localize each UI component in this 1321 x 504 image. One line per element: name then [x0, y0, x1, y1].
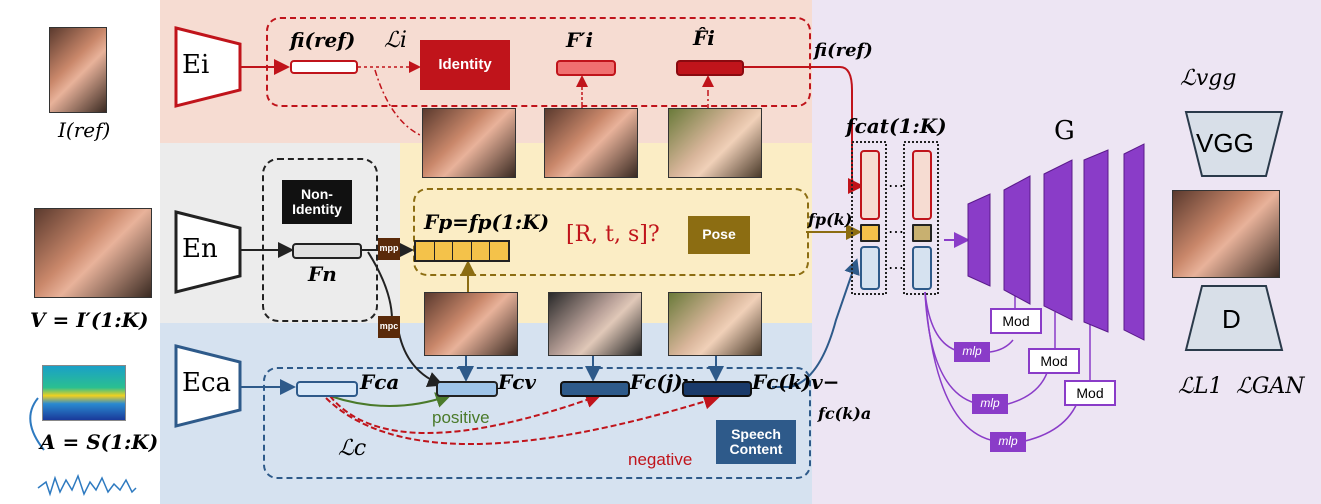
identity-loss-label: ℒi	[384, 28, 407, 53]
reference-image	[49, 27, 107, 113]
pose-cell	[434, 242, 454, 260]
audio-label: A = S(1:K)	[40, 430, 159, 454]
vgg-loss-label: ℒvgg	[1180, 66, 1237, 91]
nonidentity-feature-bar	[292, 243, 362, 259]
identity-frames-1	[422, 108, 516, 178]
positive-label: positive	[432, 408, 490, 427]
f-hat-label: F̂i	[693, 26, 715, 50]
pose-cell	[416, 242, 435, 260]
speech-content-tag: Speech Content	[716, 420, 796, 464]
speech-frames-2	[548, 292, 642, 356]
speech-neg-k-label: Fc(k)v−	[752, 370, 840, 394]
speech-visual-feature-label: Fcv	[498, 370, 536, 394]
f-prime-bar	[556, 60, 616, 76]
ellipsis-top: ⋯	[888, 176, 904, 195]
pose-question: [R, t, s]?	[566, 222, 660, 247]
encoder-speech-label: Eca	[182, 368, 232, 398]
speech-branch-box	[263, 367, 811, 479]
speech-frames-1	[424, 292, 518, 356]
identity-feature-label: fi(ref)	[290, 28, 356, 52]
f-hat-bar	[676, 60, 744, 76]
pose-cell	[471, 242, 491, 260]
ellipsis-mid: ⋯	[888, 222, 904, 241]
speech-loss-label: ℒc	[338, 436, 367, 461]
concat-identity-k	[912, 150, 932, 220]
speech-neg-j-bar	[560, 381, 630, 397]
f-prime-label: F′i	[566, 28, 594, 52]
identity-frames-2	[544, 108, 638, 178]
mlp-tag-1: mlp	[954, 342, 990, 362]
gan-loss-label: ℒGAN	[1236, 374, 1305, 399]
pose-cell	[490, 242, 508, 260]
mod-box-3: Mod	[1064, 380, 1116, 406]
speech-visual-feature-bar	[436, 381, 498, 397]
mp-content-tag: mpc	[378, 316, 400, 338]
ellipsis-bottom: ⋯	[888, 258, 904, 277]
discriminator-label: D	[1222, 304, 1241, 334]
identity-frames-3	[668, 108, 762, 178]
pose-output-label: fp(k)	[808, 210, 853, 229]
video-label: V = I′(1:K)	[30, 308, 149, 332]
nonidentity-box	[262, 158, 378, 322]
concat-pose-1	[860, 224, 880, 242]
nonidentity-tag: Non-Identity	[282, 180, 352, 224]
speech-frames-3	[668, 292, 762, 356]
generator-label: G	[1054, 116, 1075, 146]
mlp-tag-3: mlp	[990, 432, 1026, 452]
concat-identity-1	[860, 150, 880, 220]
mlp-tag-2: mlp	[972, 394, 1008, 414]
generated-output-frames	[1172, 190, 1280, 278]
pose-tag: Pose	[688, 216, 750, 254]
identity-tag: Identity	[420, 40, 510, 90]
concat-speech-1	[860, 246, 880, 290]
encoder-identity-label: Ei	[182, 50, 210, 80]
pose-feature-cells	[414, 240, 510, 262]
identity-feature-bar	[290, 60, 358, 74]
identity-branch-box	[266, 17, 811, 107]
concat-label: fcat(1:K)	[846, 114, 947, 138]
speech-audio-feature-bar	[296, 381, 358, 397]
speech-neg-k-bar	[682, 381, 752, 397]
pose-cell	[453, 242, 472, 260]
ref-label: I(ref)	[58, 118, 111, 142]
negative-label: negative	[628, 450, 693, 469]
l1-loss-label: ℒL1	[1178, 374, 1223, 399]
spectrogram-frames	[42, 365, 126, 421]
speech-audio-feature-label: Fca	[360, 370, 400, 394]
speech-output-label: fc(k)a	[818, 404, 872, 423]
concat-speech-k	[912, 246, 932, 290]
driving-video-frames	[34, 208, 152, 298]
pose-feature-label: Fp=fp(1:K)	[424, 210, 550, 234]
mod-box-2: Mod	[1028, 348, 1080, 374]
vgg-label: VGG	[1196, 128, 1254, 158]
identity-output-label: fi(ref)	[814, 40, 873, 61]
encoder-nonidentity-label: En	[182, 234, 218, 264]
mod-box-1: Mod	[990, 308, 1042, 334]
nonidentity-feature-label: Fn	[308, 262, 337, 286]
mp-pose-tag: mpp	[378, 238, 400, 260]
concat-pose-k	[912, 224, 932, 242]
